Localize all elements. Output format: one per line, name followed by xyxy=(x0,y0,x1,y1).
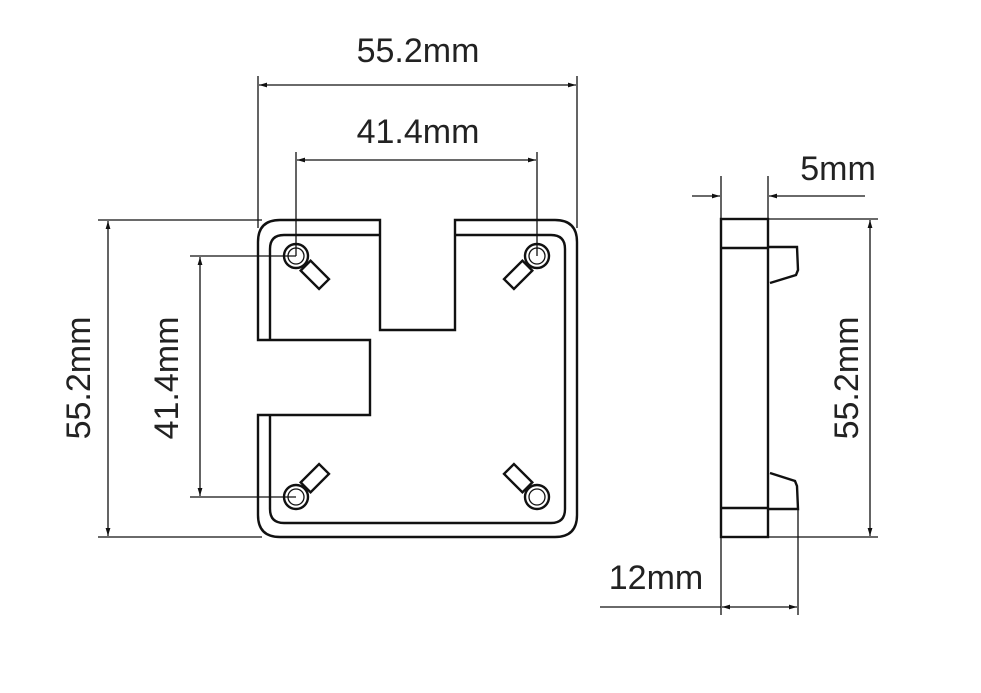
plate-inner-rim xyxy=(268,233,567,525)
mounting-hole-top-left xyxy=(282,242,331,291)
side-tab-bottom xyxy=(768,471,800,511)
dimension-side-height: 55.2mm xyxy=(768,218,878,538)
mounting-holes xyxy=(282,242,551,511)
hole-spacing-horizontal-label: 41.4mm xyxy=(357,113,480,151)
side-body xyxy=(719,217,770,539)
thickness-label: 12mm xyxy=(609,559,703,597)
width-label: 55.2mm xyxy=(357,32,480,70)
dimension-height: 55.2mm xyxy=(60,219,262,538)
dimension-tab-depth: 5mm xyxy=(692,150,876,219)
tab-depth-label: 5mm xyxy=(800,150,876,188)
plate-side-view xyxy=(719,217,800,539)
mounting-hole-bottom-left xyxy=(282,462,331,511)
dimension-width: 55.2mm xyxy=(257,32,578,228)
mounting-hole-bottom-right xyxy=(502,462,551,511)
plate-front-view xyxy=(256,218,579,539)
side-tab-top xyxy=(768,245,800,285)
plate-outline xyxy=(256,218,579,539)
dimension-hole-spacing-horizontal: 41.4mm xyxy=(295,113,538,256)
mounting-hole-top-right xyxy=(502,242,551,291)
height-label: 55.2mm xyxy=(60,317,98,440)
hole-spacing-vertical-label: 41.4mm xyxy=(148,317,186,440)
side-height-label: 55.2mm xyxy=(828,317,866,440)
dimension-hole-spacing-vertical: 41.4mm xyxy=(148,255,296,498)
dimension-thickness: 12mm xyxy=(600,509,799,615)
